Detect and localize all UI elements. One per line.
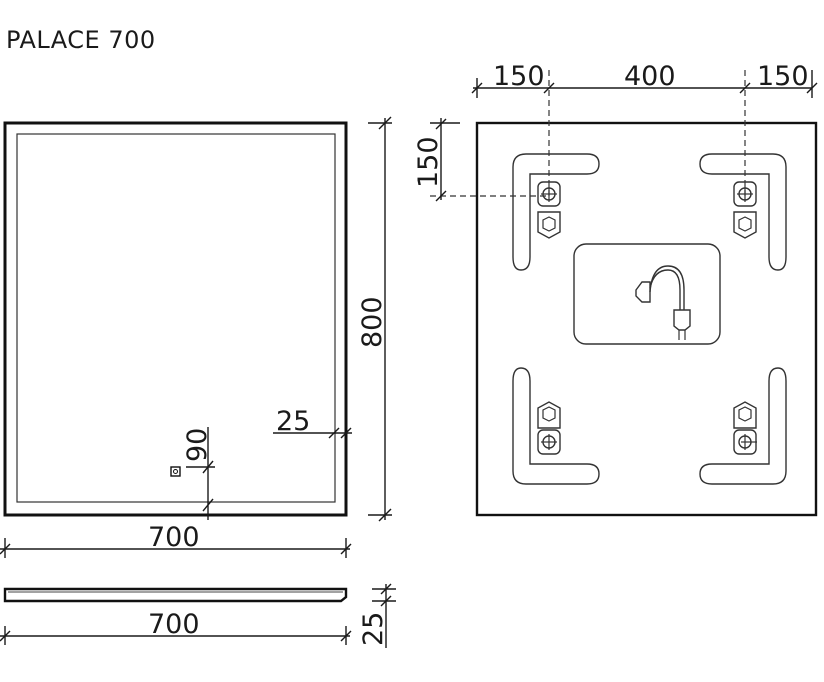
mirror-outer-frame	[3, 121, 348, 517]
width-label: 700	[148, 522, 200, 553]
mount-channel-top-right	[699, 153, 787, 271]
mount-channel-bottom-left	[512, 367, 600, 485]
frame-offset-label: 25	[276, 406, 310, 437]
height-label: 800	[357, 296, 388, 348]
mirror-side-profile	[3, 587, 348, 603]
hanger-bracket-bottom-right	[733, 401, 757, 455]
product-title: PALACE 700	[6, 26, 156, 54]
hanger-bracket-top-left	[537, 181, 561, 239]
depth-label: 25	[358, 612, 389, 646]
power-box	[573, 243, 721, 345]
mount-channel-top-left	[512, 153, 600, 271]
right-offset-label: 150	[757, 61, 809, 92]
mount-channel-bottom-right	[699, 367, 787, 485]
power-plug-icon	[635, 265, 691, 340]
front-view: 90 25 800 700	[0, 116, 392, 558]
side-width-label: 700	[148, 609, 200, 640]
back-view: 150 400 150 150	[413, 61, 818, 517]
center-spacing-label: 400	[624, 61, 676, 92]
power-switch-icon	[170, 466, 181, 477]
mirror-inner-light-strip	[16, 133, 336, 503]
switch-height-label: 90	[182, 428, 213, 462]
hanger-bracket-bottom-left	[537, 401, 561, 455]
left-offset-label: 150	[493, 61, 545, 92]
mirror-back-panel	[475, 121, 818, 517]
side-view: 700 25	[0, 583, 396, 648]
top-offset-label: 150	[413, 136, 444, 188]
